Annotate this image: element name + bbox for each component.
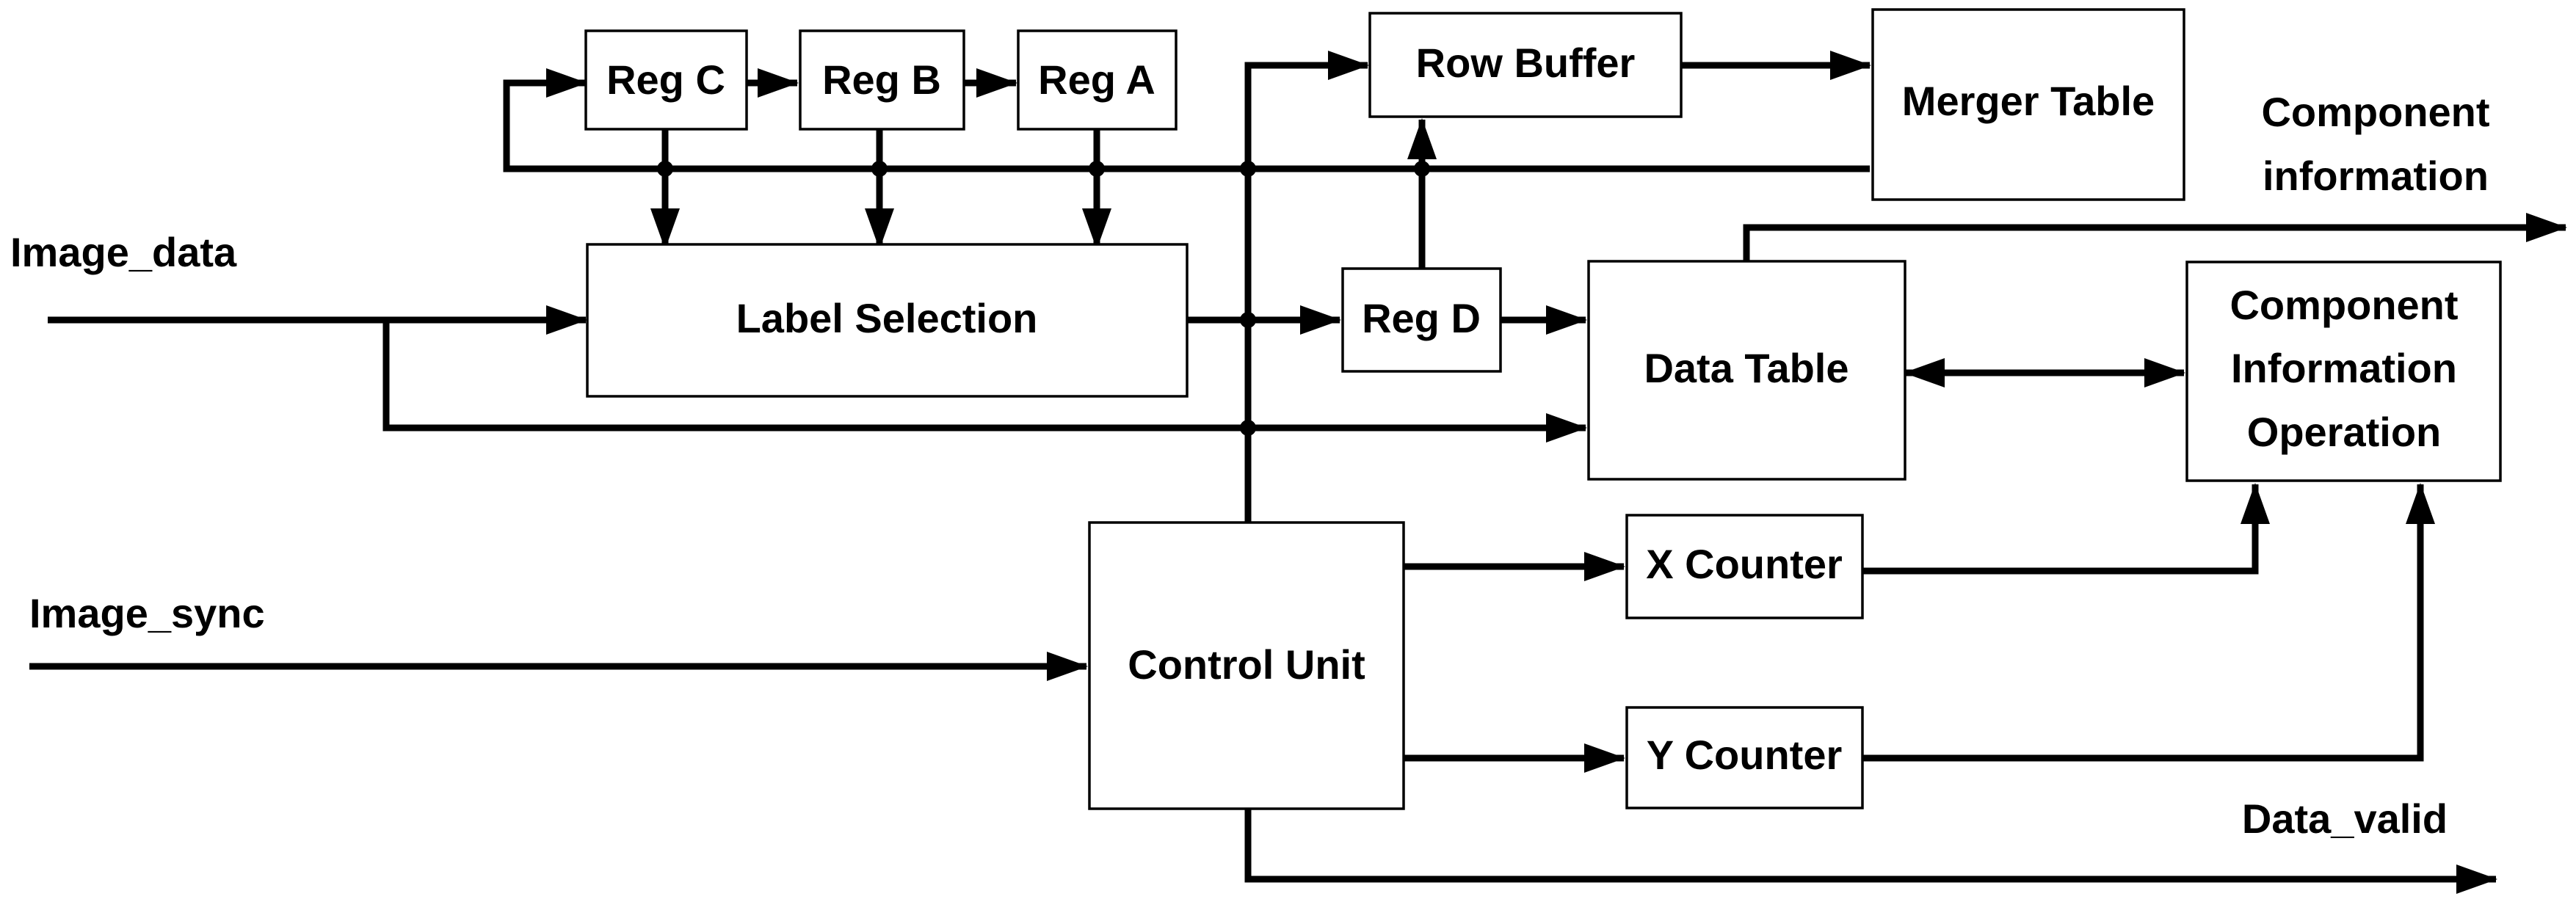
junction-dot (657, 161, 673, 177)
junction-dot (1089, 161, 1105, 177)
junction-dot (1240, 420, 1256, 436)
y-counter-label: Y Counter (1647, 732, 1843, 778)
wire-control-to-rowbuffer (1244, 51, 1369, 523)
junction-dot (871, 161, 888, 177)
merger-table-label: Merger Table (1902, 78, 2155, 124)
row-buffer-block: Row Buffer (1368, 12, 1683, 118)
reg-b-block: Reg B (799, 29, 965, 131)
control-unit-label: Control Unit (1128, 641, 1365, 688)
wire-image-data-branch (382, 320, 1587, 443)
data-table-label: Data Table (1644, 345, 1848, 391)
component-information-label-line1: Component (2261, 89, 2489, 135)
reg-c-block: Reg C (584, 29, 748, 131)
x-counter-block: X Counter (1625, 514, 1864, 619)
y-counter-block: Y Counter (1625, 706, 1864, 809)
junction-dot (1240, 312, 1256, 328)
junction-dot (1240, 161, 1256, 177)
component-information-operation-label-line3: Operation (2247, 409, 2441, 455)
wire-ycounter-to-compinfo (1862, 483, 2435, 762)
junctions (657, 161, 1430, 436)
reg-a-label: Reg A (1038, 57, 1155, 103)
reg-d-block: Reg D (1341, 267, 1502, 373)
image-sync-label: Image_sync (29, 590, 265, 636)
merger-table-block: Merger Table (1871, 8, 2185, 201)
reg-d-label: Reg D (1362, 295, 1481, 341)
component-information-operation-label-line1: Component (2229, 282, 2458, 328)
label-selection-block: Label Selection (586, 243, 1189, 398)
reg-a-block: Reg A (1017, 29, 1178, 131)
reg-b-label: Reg B (822, 57, 941, 103)
wire-feedback-to-regc (503, 68, 1870, 172)
x-counter-label: X Counter (1646, 541, 1843, 587)
wires (29, 51, 2567, 894)
data-table-block: Data Table (1587, 260, 1906, 481)
row-buffer-label: Row Buffer (1416, 40, 1636, 86)
wire-data-valid-out (1244, 809, 2497, 894)
image-data-label: Image_data (10, 229, 237, 275)
reg-c-label: Reg C (606, 57, 725, 103)
component-information-label-line2: information (2263, 153, 2489, 199)
wire-xcounter-to-compinfo (1862, 483, 2270, 575)
component-information-operation-label-line2: Information (2231, 345, 2457, 391)
component-information-operation-block: Component Information Operation (2185, 261, 2502, 482)
data-valid-label: Data_valid (2242, 796, 2448, 842)
junction-dot (1414, 161, 1430, 177)
control-unit-block: Control Unit (1088, 521, 1405, 810)
label-selection-label: Label Selection (736, 295, 1038, 341)
wire-component-information-out (1743, 213, 2567, 261)
